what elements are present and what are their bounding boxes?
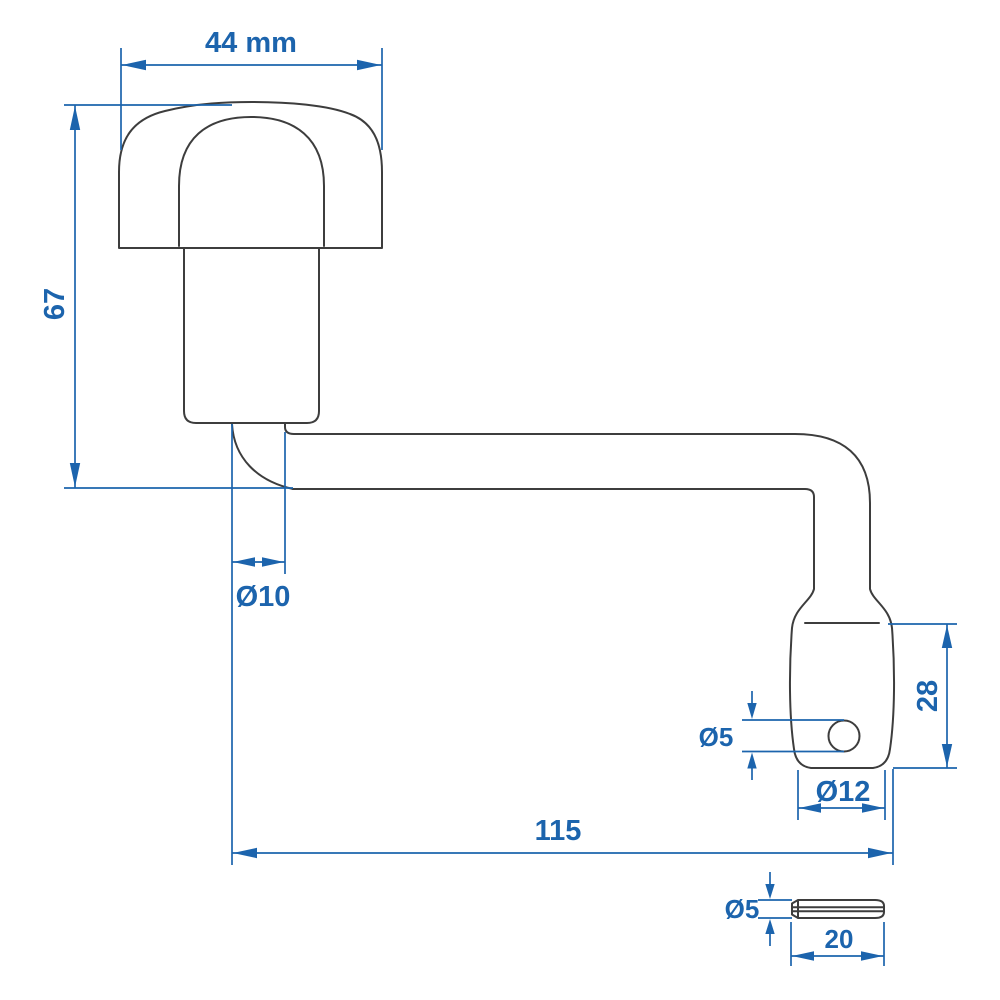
dimension-socket-height: 28 [888, 623, 957, 769]
stem-outline [183, 247, 320, 424]
dimension-arm-length-label: 115 [535, 815, 582, 847]
socket-pin-hole [827, 719, 861, 753]
arrowhead-right-icon [861, 951, 883, 961]
arrowhead-right-icon [868, 847, 892, 859]
dimension-pin-diameter: Ø5 [725, 872, 792, 946]
arrowhead-right-icon [262, 557, 284, 567]
arrowhead-left-icon [799, 803, 821, 813]
dimension-socket-height-label: 28 [912, 680, 944, 712]
dimension-shaft-diameter: Ø10 [231, 424, 291, 865]
dimension-pin-length: 20 [790, 922, 885, 966]
dimension-knob-width: 44 mm [120, 27, 383, 150]
arrowhead-up-icon [747, 752, 757, 769]
arrowhead-left-icon [122, 59, 146, 71]
crank-arm-socket-outline [284, 423, 896, 769]
dimension-socket-end-diameter-label: Ø12 [816, 776, 871, 808]
arrowhead-right-icon [862, 803, 884, 813]
arrowhead-up-icon [69, 106, 81, 130]
knob-grip-inner-line [178, 116, 325, 247]
arrowhead-down-icon [941, 744, 953, 767]
arrowhead-left-icon [233, 847, 257, 859]
dimension-overall-height: 67 [39, 104, 293, 489]
arrowhead-left-icon [233, 557, 255, 567]
arrowhead-left-icon [792, 951, 814, 961]
pin-body-outline [791, 899, 885, 919]
arrowhead-down-icon [747, 703, 757, 719]
dimension-pin-length-label: 20 [825, 924, 854, 954]
part-outlines [118, 101, 896, 919]
arrowhead-down-icon [69, 463, 81, 487]
arrowhead-up-icon [765, 919, 775, 934]
dimension-socket-hole: Ø5 [699, 691, 844, 780]
dimension-shaft-diameter-label: Ø10 [236, 581, 291, 613]
dimension-arm-length: 115 [232, 769, 894, 865]
dimension-overall-height-label: 67 [39, 288, 71, 320]
arrowhead-down-icon [765, 884, 775, 899]
dimension-knob-width-label: 44 mm [205, 27, 297, 59]
arrowhead-right-icon [357, 59, 381, 71]
knob-outline [118, 101, 383, 249]
dimension-socket-hole-label: Ø5 [699, 722, 734, 752]
shaft-neck-curve [231, 423, 294, 490]
dimension-pin-diameter-label: Ø5 [725, 894, 760, 924]
arrowhead-up-icon [941, 625, 953, 648]
dimension-socket-end-diameter: Ø12 [797, 770, 886, 820]
